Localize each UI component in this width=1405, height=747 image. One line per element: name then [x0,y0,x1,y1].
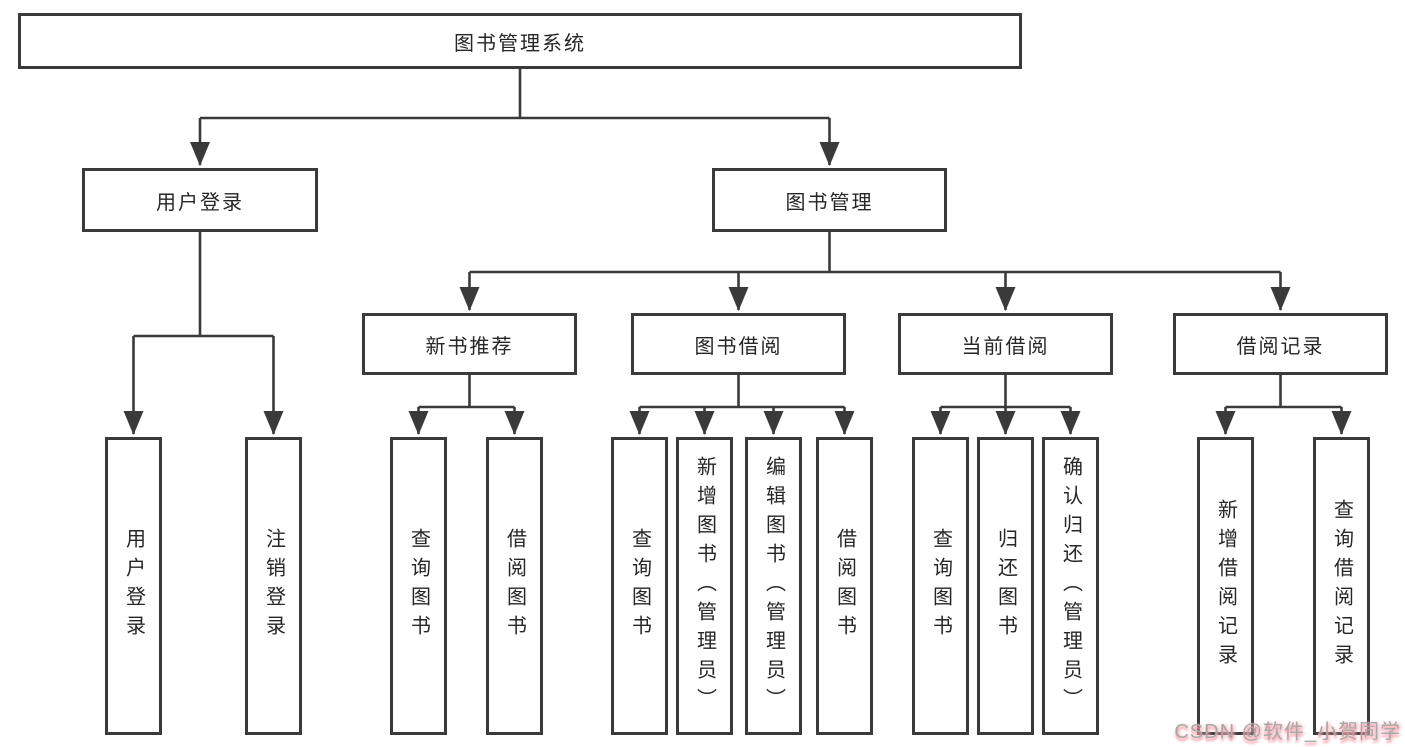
node-label: 用户登录 [156,191,244,214]
leaf-label: 查询借阅记录 [1330,499,1353,673]
leaf-label: 查询图书 [628,528,651,644]
connector-user-login-children [123,232,284,435]
node-library-management-system: 图书管理系统 [18,13,1022,69]
leaf-label: 借阅图书 [503,528,526,644]
leaf-label: 确认归还（管理员） [1059,455,1082,717]
connector-current-borrowing-children [930,375,1081,435]
node-borrowing-records: 借阅记录 [1173,313,1388,375]
connector-book-borrowing-children [629,375,855,435]
leaf-query-books-recommendation: 查询图书 [390,437,447,735]
node-new-book-recommendation: 新书推荐 [362,313,577,375]
leaf-user-login: 用户登录 [105,437,162,735]
leaf-label: 查询图书 [929,528,952,644]
node-book-borrowing: 图书借阅 [631,313,846,375]
leaf-borrow-books-recommendation: 借阅图书 [486,437,543,735]
node-current-borrowing: 当前借阅 [898,313,1113,375]
leaf-label: 新增图书（管理员） [693,455,716,717]
leaf-confirm-return-admin: 确认归还（管理员） [1042,437,1099,735]
leaf-return-books: 归还图书 [977,437,1034,735]
connector-book-management-children [459,232,1291,311]
node-book-management: 图书管理 [712,168,947,232]
leaf-label: 注销登录 [262,528,285,644]
leaf-label: 编辑图书（管理员） [762,455,785,717]
leaf-logout: 注销登录 [245,437,302,735]
leaf-query-books-borrowing: 查询图书 [611,437,668,735]
leaf-query-borrowing-record: 查询借阅记录 [1313,437,1370,735]
node-label: 图书借阅 [694,335,783,358]
leaf-add-borrowing-record: 新增借阅记录 [1197,437,1254,735]
leaf-label: 归还图书 [994,528,1017,644]
leaf-label: 查询图书 [407,528,430,644]
node-label: 当前借阅 [961,335,1050,358]
node-label: 借阅记录 [1236,335,1325,358]
leaf-add-books-admin: 新增图书（管理员） [676,437,733,735]
connector-root-to-level2 [190,69,840,166]
node-label: 图书管理 [785,191,874,214]
node-label: 新书推荐 [425,335,514,358]
leaf-edit-books-admin: 编辑图书（管理员） [745,437,802,735]
leaf-query-books-current: 查询图书 [912,437,969,735]
leaf-label: 新增借阅记录 [1214,499,1237,673]
node-user-login: 用户登录 [82,168,318,232]
connector-new-book-recommendation-children [408,375,525,435]
leaf-label: 用户登录 [122,528,145,644]
csdn-watermark: CSDN @软件_小贺同学 [1174,721,1401,743]
connector-borrowing-records-children [1215,375,1352,435]
leaf-borrow-books-borrowing: 借阅图书 [816,437,873,735]
leaf-label: 借阅图书 [833,528,856,644]
node-label: 图书管理系统 [454,32,586,55]
